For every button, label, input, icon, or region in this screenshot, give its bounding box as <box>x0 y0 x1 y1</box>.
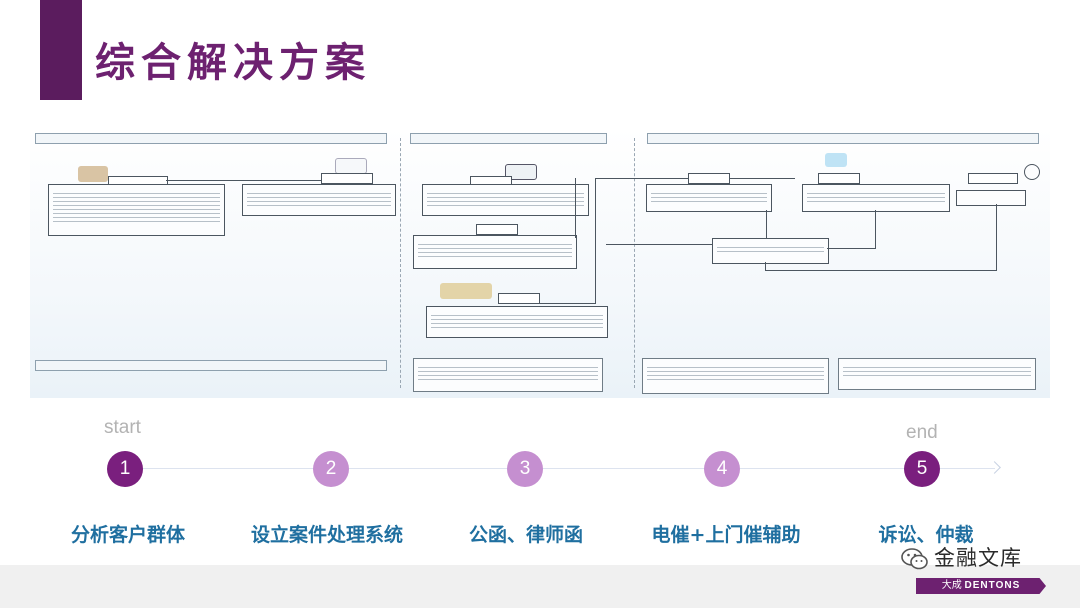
footer-band <box>0 565 1080 608</box>
timeline-step-5-marker: 5 <box>904 451 940 487</box>
title-accent-bar <box>40 0 82 100</box>
diagram-box <box>413 358 603 392</box>
diagram-node <box>818 173 860 184</box>
diagram-box <box>426 306 608 338</box>
diagram-box <box>956 190 1026 206</box>
brand-cn: 大成 <box>941 580 962 591</box>
timeline-step-4-marker: 4 <box>704 451 740 487</box>
diagram-section-header <box>35 133 387 144</box>
timeline-step-3-label: 公函、律师函 <box>468 524 584 546</box>
diagram-connector <box>538 303 596 304</box>
diagram-box <box>802 184 950 212</box>
timeline-end-label: end <box>906 422 938 443</box>
diagram-box <box>838 358 1036 390</box>
diagram-illustration <box>78 166 108 182</box>
diagram-section-footer <box>35 360 387 371</box>
diagram-box <box>646 184 772 212</box>
diagram-connector <box>996 204 997 270</box>
diagram-illustration <box>825 153 847 167</box>
diagram-box <box>712 238 829 264</box>
timeline-track <box>125 468 995 469</box>
timeline-step-2-label: 设立案件处理系统 <box>250 524 404 546</box>
magnifier-icon <box>1024 164 1040 180</box>
watermark-text: 金融文库 <box>934 546 1022 570</box>
diagram-connector <box>766 210 767 238</box>
diagram-box <box>48 184 225 236</box>
diagram-connector <box>827 248 876 249</box>
diagram-node <box>688 173 730 184</box>
diagram-connector <box>606 244 712 245</box>
diagram-connector <box>765 270 997 271</box>
diagram-illustration <box>505 164 537 180</box>
timeline-step-5-label: 诉讼、仲裁 <box>878 524 974 546</box>
timeline-arrow-icon <box>988 461 1001 474</box>
diagram-node <box>968 173 1018 184</box>
diagram-node <box>321 173 373 184</box>
diagram-box <box>422 184 589 216</box>
slide-title: 综合解决方案 <box>95 39 371 86</box>
timeline-start-label: start <box>104 417 141 438</box>
diagram-connector <box>595 178 596 303</box>
diagram-divider <box>400 138 401 388</box>
brand-en: DENTONS <box>964 580 1021 591</box>
diagram-connector <box>875 210 876 248</box>
timeline-step-2-marker: 2 <box>313 451 349 487</box>
diagram-illustration <box>335 158 367 174</box>
diagram-connector <box>166 180 321 181</box>
timeline-step-1-marker: 1 <box>107 451 143 487</box>
diagram-section-header <box>410 133 607 144</box>
diagram-connector <box>765 262 766 270</box>
diagram-node <box>476 224 518 235</box>
timeline-step-1-label: 分析客户群体 <box>70 524 186 546</box>
timeline-step-3-marker: 3 <box>507 451 543 487</box>
diagram-illustration <box>440 283 492 299</box>
process-diagram-image <box>30 128 1050 398</box>
diagram-node <box>498 293 540 304</box>
brand-logo: 大成 DENTONS <box>916 578 1046 594</box>
diagram-box <box>413 235 577 269</box>
diagram-box <box>242 184 396 216</box>
timeline-step-4-label: 电催+上门催辅助 <box>651 524 801 546</box>
diagram-divider <box>634 138 635 388</box>
diagram-section-header <box>647 133 1039 144</box>
wechat-icon <box>901 548 928 570</box>
diagram-connector <box>575 178 576 238</box>
diagram-box <box>642 358 829 394</box>
